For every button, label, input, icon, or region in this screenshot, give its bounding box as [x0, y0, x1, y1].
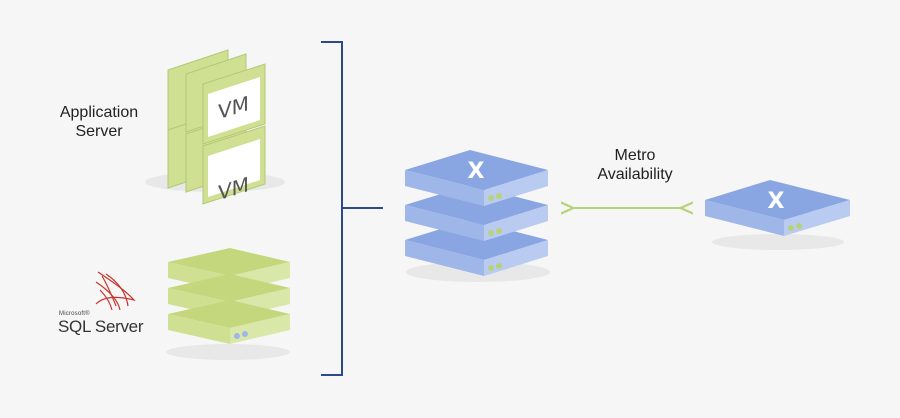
- nutanix-x-icon: X: [768, 189, 785, 214]
- app-server-line2: Server: [75, 123, 123, 140]
- grouping-bracket: [321, 41, 383, 376]
- sql-microsoft-text: Microsoft®: [59, 311, 90, 317]
- nutanix-x-icon: X: [468, 159, 485, 184]
- app-server-line1: Application: [59, 104, 139, 121]
- metro-line1: Metro: [614, 147, 656, 164]
- sql-server-wordmark: Microsoft® SQL Server: [50, 266, 160, 336]
- metro-availability-label: Metro Availability: [570, 146, 700, 184]
- sql-server-stack: [166, 248, 290, 360]
- remote-nutanix-node: X: [705, 180, 850, 250]
- application-server-vm-stack: VM VM: [145, 49, 285, 205]
- sql-server-logo: [95, 271, 136, 311]
- sql-server-text: SQL Server: [58, 317, 144, 336]
- application-server-label: Application Server: [40, 103, 158, 141]
- nutanix-node: X: [405, 150, 548, 206]
- green-server-unit: [168, 300, 290, 344]
- metro-line2: Availability: [597, 166, 673, 183]
- vm-window-icon: VM: [202, 125, 266, 205]
- vm-window-icon: VM: [202, 63, 266, 145]
- nutanix-cluster-stack: X: [405, 150, 550, 282]
